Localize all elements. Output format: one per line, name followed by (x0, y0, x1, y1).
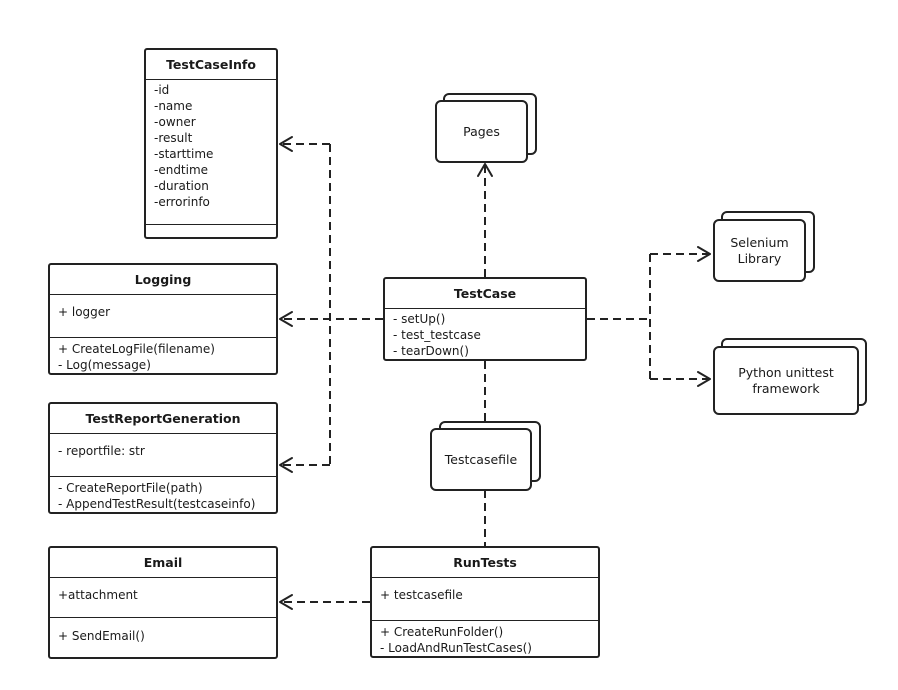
arrowhead-unittest (697, 371, 711, 387)
class-testcase-methods: - setUp() - test_testcase - tearDown() (385, 309, 585, 361)
arrowhead-logging (279, 311, 293, 327)
class-email-attributes: +attachment (50, 578, 276, 618)
node-testcasefile[interactable]: Testcasefile (430, 421, 541, 491)
class-logging-methods: + CreateLogFile(filename) - Log(message) (50, 338, 276, 377)
attribute: -starttime (154, 147, 214, 161)
arrowhead-pages (477, 163, 493, 177)
class-email-methods: + SendEmail() (50, 618, 276, 648)
attribute: -id (154, 83, 170, 97)
class-logging-title: Logging (50, 265, 276, 295)
class-testreportgeneration-attributes: - reportfile: str (50, 434, 276, 477)
attribute: + testcasefile (380, 588, 463, 602)
node-python-unittest[interactable]: Python unittest framework (713, 338, 867, 415)
class-testreportgeneration[interactable]: TestReportGeneration - reportfile: str -… (48, 402, 278, 514)
attribute: -errorinfo (154, 195, 210, 209)
arrowhead-selenium (697, 246, 711, 262)
class-testcaseinfo[interactable]: TestCaseInfo -id -name -owner -result -s… (144, 48, 278, 239)
class-testreportgeneration-methods: - CreateReportFile(path) - AppendTestRes… (50, 477, 276, 516)
node-selenium-library[interactable]: Selenium Library (713, 211, 815, 282)
attribute: - reportfile: str (58, 444, 145, 458)
method: + CreateLogFile(filename) (58, 342, 215, 356)
method: - LoadAndRunTestCases() (380, 641, 532, 655)
attribute: -duration (154, 179, 209, 193)
node-pages-label: Pages (463, 123, 500, 139)
node-pages-box: Pages (435, 100, 528, 163)
method: - test_testcase (393, 328, 481, 342)
node-testcasefile-label: Testcasefile (444, 451, 518, 467)
class-email-title: Email (50, 548, 276, 578)
attribute: + logger (58, 305, 111, 319)
method: - tearDown() (393, 344, 469, 358)
class-runtests-attributes: + testcasefile (372, 578, 598, 621)
method: - AppendTestResult(testcaseinfo) (58, 497, 256, 511)
attribute: -result (154, 131, 193, 145)
node-selenium-label: Selenium Library (730, 234, 789, 266)
node-selenium-box: Selenium Library (713, 219, 806, 282)
class-testcaseinfo-methods (146, 225, 276, 237)
node-testcasefile-box: Testcasefile (430, 428, 532, 491)
class-testcase[interactable]: TestCase - setUp() - test_testcase - tea… (383, 277, 587, 361)
attribute: -name (154, 99, 193, 113)
method: + SendEmail() (58, 629, 145, 643)
node-unittest-label: Python unittest framework (738, 364, 834, 396)
attribute: -endtime (154, 163, 209, 177)
class-runtests-methods: + CreateRunFolder() - LoadAndRunTestCase… (372, 621, 598, 660)
method: - Log(message) (58, 358, 151, 372)
arrowhead-email (279, 594, 293, 610)
node-pages[interactable]: Pages (435, 93, 537, 163)
class-email[interactable]: Email +attachment + SendEmail() (48, 546, 278, 659)
attribute: -owner (154, 115, 196, 129)
class-testcaseinfo-attributes: -id -name -owner -result -starttime -end… (146, 80, 276, 225)
arrowhead-testreportgeneration (279, 457, 293, 473)
class-testreportgeneration-title: TestReportGeneration (50, 404, 276, 434)
method: - CreateReportFile(path) (58, 481, 203, 495)
class-logging[interactable]: Logging + logger + CreateLogFile(filenam… (48, 263, 278, 375)
class-testcaseinfo-title: TestCaseInfo (146, 50, 276, 80)
method: + CreateRunFolder() (380, 625, 504, 639)
arrowhead-testcaseinfo (279, 136, 293, 152)
attribute: +attachment (58, 588, 138, 602)
method: - setUp() (393, 312, 446, 326)
class-runtests-title: RunTests (372, 548, 598, 578)
class-logging-attributes: + logger (50, 295, 276, 338)
class-runtests[interactable]: RunTests + testcasefile + CreateRunFolde… (370, 546, 600, 658)
class-testcase-title: TestCase (385, 279, 585, 309)
node-unittest-box: Python unittest framework (713, 346, 859, 415)
